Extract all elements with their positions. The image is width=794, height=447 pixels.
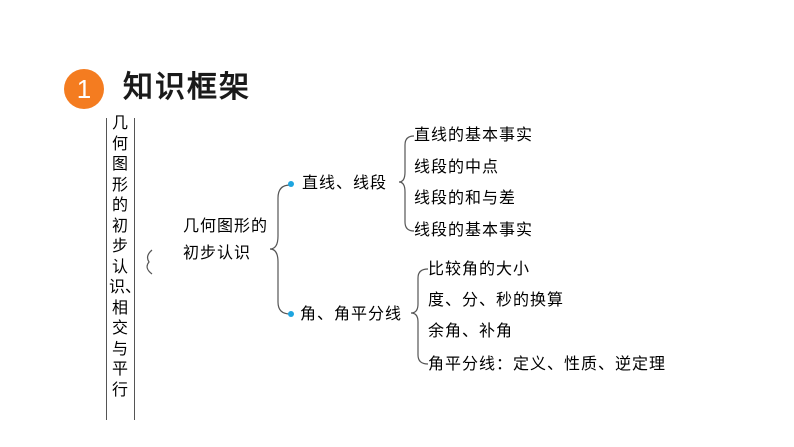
branch-2-label: 角、角平分线: [300, 304, 403, 323]
root-label-line2: 初步认识: [183, 243, 252, 262]
branch-2-item-2: 度、分、秒的换算: [428, 290, 565, 309]
branch-2-item-1: 比较角的大小: [428, 259, 531, 278]
branch-2-brace: [410, 268, 429, 365]
branch-2-dot: [288, 311, 294, 317]
section-title: 知识框架: [123, 70, 251, 105]
branch-1-label: 直线、线段: [302, 173, 388, 192]
section-number-badge: 1: [64, 69, 104, 109]
branch-1-item-3: 线段的和与差: [414, 188, 517, 207]
branch-1-item-4: 线段的基本事实: [414, 220, 534, 239]
side-right-rule: [134, 118, 135, 420]
side-left-rule: [106, 118, 107, 420]
branch-1-item-1: 直线的基本事实: [414, 125, 534, 144]
branch-1-brace: [398, 135, 415, 232]
branch-1-dot: [288, 181, 294, 187]
root-brace: [269, 184, 291, 315]
root-label-line1: 几何图形的: [183, 216, 269, 235]
side-brace: [146, 249, 153, 275]
branch-2-item-3: 余角、补角: [428, 321, 514, 340]
branch-2-item-4: 角平分线：定义、性质、逆定理: [428, 354, 667, 373]
branch-1-item-2: 线段的中点: [414, 157, 500, 176]
